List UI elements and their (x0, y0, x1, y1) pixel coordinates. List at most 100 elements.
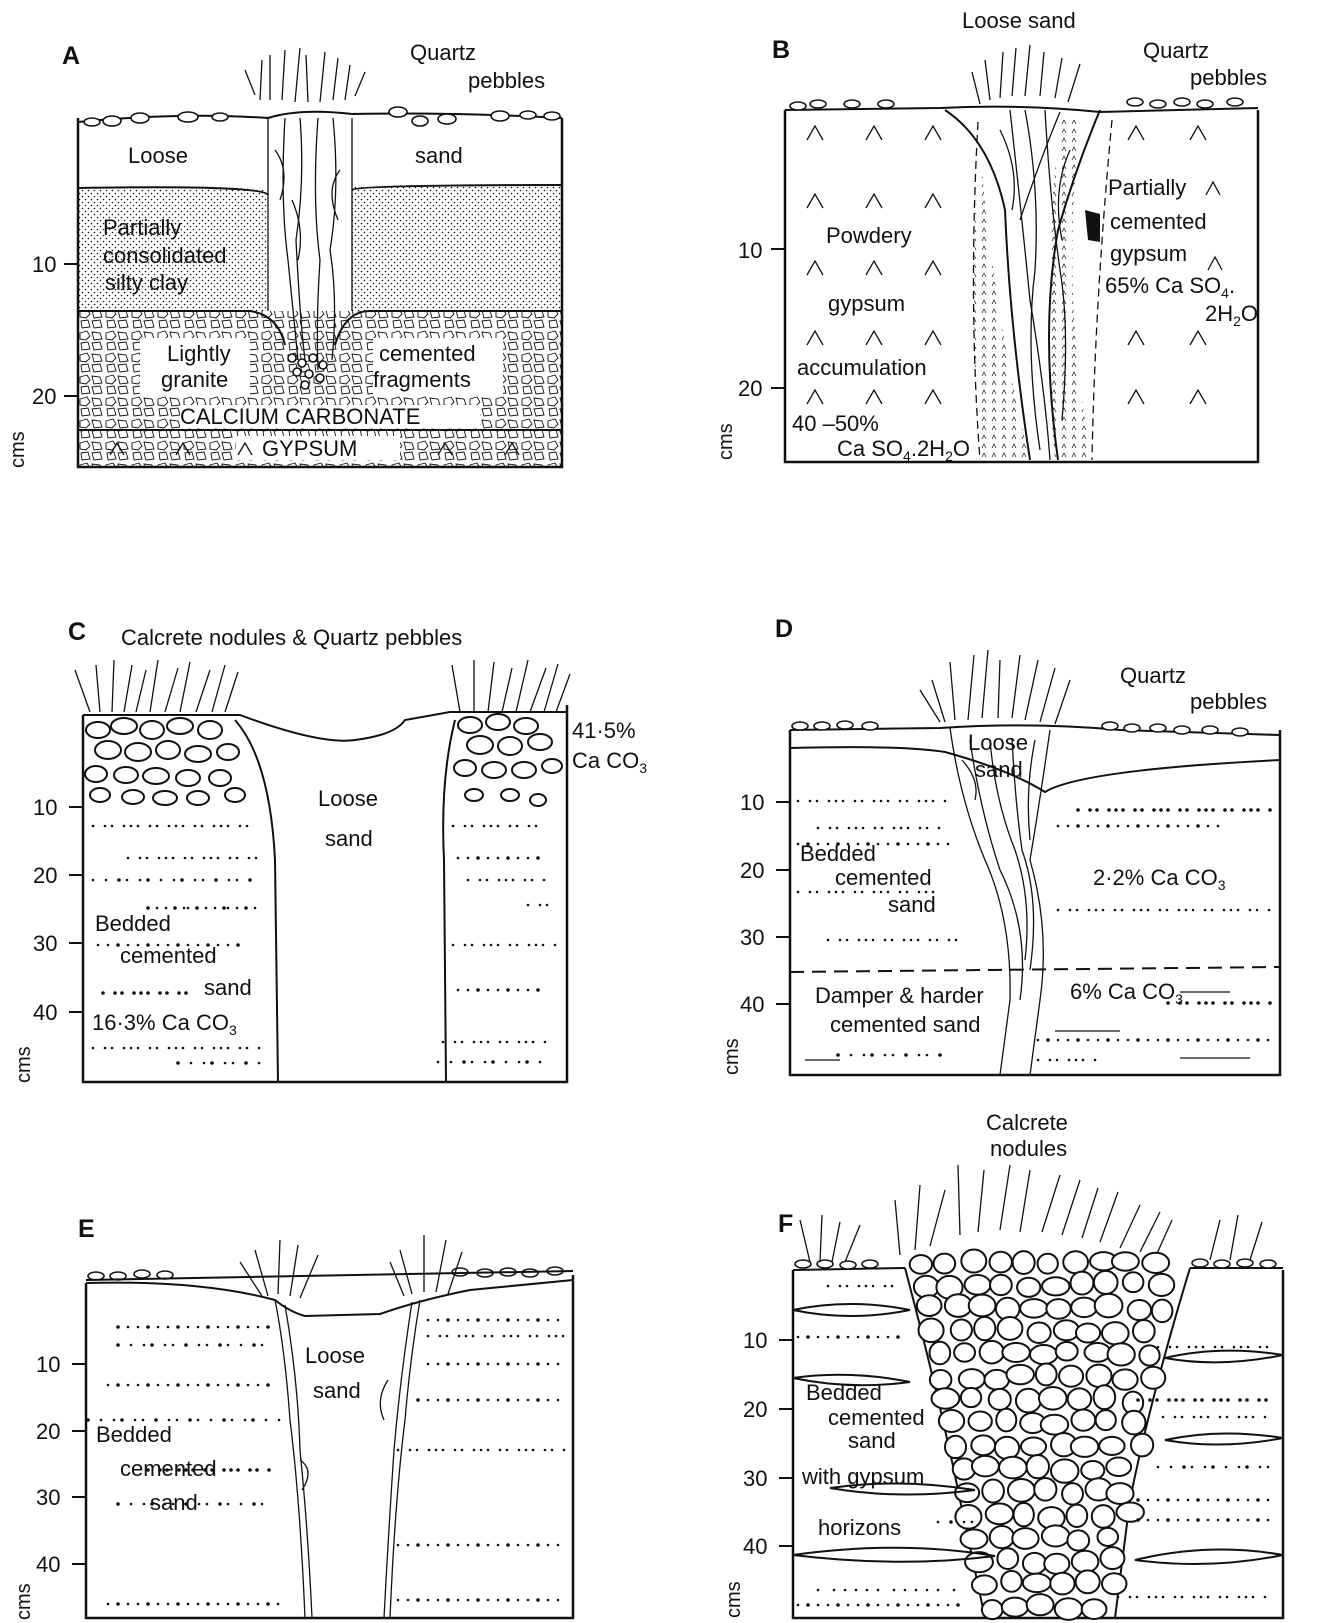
bedding-dot (167, 1603, 170, 1606)
bedding-dot (1167, 1398, 1171, 1402)
bedding-dot (956, 1603, 960, 1607)
bedding-dot (1219, 1596, 1222, 1599)
calcrete-nodule (997, 1548, 1018, 1569)
bedding-dot (1177, 1499, 1180, 1502)
bedding-dot (116, 1602, 120, 1606)
bedding-dot (97, 944, 100, 947)
bedding-dot (490, 944, 493, 947)
bedding-dot (829, 827, 832, 830)
bedding-dot (92, 879, 95, 882)
bedding-dot (873, 800, 876, 803)
bedding-dot (862, 827, 865, 830)
bedding-dot (222, 1468, 226, 1472)
bedding-dot (527, 1363, 530, 1366)
panel-c-tick-40: 40 (33, 1000, 57, 1025)
bedding-dot (190, 1062, 193, 1065)
panel-d-damper-label: Damper & harder (815, 983, 984, 1008)
panel-a-quartz-label: Quartz (410, 40, 476, 65)
bedding-dot (130, 1344, 133, 1347)
bedding-dot (1177, 825, 1180, 828)
bedding-dot (536, 856, 540, 860)
bedding-dot (512, 879, 515, 882)
bedding-dot (1147, 1519, 1150, 1522)
calcrete-nodule (995, 1437, 1019, 1459)
bedding-dot (437, 1061, 440, 1064)
calcrete-nodule (998, 1317, 1023, 1340)
bedding-dot (536, 1598, 540, 1602)
bedding-dot (797, 843, 800, 846)
bedding-dot (1095, 909, 1098, 912)
bedding-dot (244, 1419, 247, 1422)
bedding-dot (113, 1419, 116, 1422)
bedding-dot (435, 1449, 438, 1452)
bedding-dot (1256, 1038, 1260, 1042)
bedding-dot (562, 1335, 565, 1338)
bedding-dot (157, 1326, 160, 1329)
bedding-dot (1181, 1398, 1185, 1402)
bedding-dot (1264, 1596, 1267, 1599)
bedding-dot (462, 1060, 466, 1064)
bedding-dot (1157, 1039, 1160, 1042)
bedding-dot (953, 1589, 956, 1592)
bedding-dot (427, 1319, 430, 1322)
bedding-dot (206, 1503, 209, 1506)
calcrete-nodule (961, 1250, 986, 1273)
bedding-dot (797, 891, 800, 894)
bedding-dot (1076, 824, 1080, 828)
bedding-dot (827, 1336, 830, 1339)
bedding-dot (1136, 824, 1140, 828)
bedding-dot (497, 989, 500, 992)
panel-b-gypsum-label: gypsum (828, 291, 905, 316)
bedding-dot (132, 991, 136, 995)
panel-a-gypsum-label: GYPSUM (262, 436, 357, 461)
bedding-dot (146, 906, 150, 910)
panel-f-axis: 10 20 30 40 cms (723, 1328, 793, 1618)
bedding-dot (497, 1544, 500, 1547)
calcrete-nodule (1044, 1554, 1069, 1574)
bedding-dot (1162, 1416, 1165, 1419)
bedding-dot (191, 857, 194, 860)
bedding-dot (107, 1384, 110, 1387)
panel-b-loose-sand-label: Loose sand (962, 8, 1076, 33)
bedding-dot (527, 857, 530, 860)
panel-a-letter: A (62, 42, 80, 70)
bedding-dot (187, 1603, 190, 1606)
bedding-dot (467, 989, 470, 992)
panel-d-loose-label: Loose (968, 730, 1028, 755)
panel-c-cemented-label: cemented (120, 943, 217, 968)
bedding-dot (1238, 1596, 1241, 1599)
bedding-dot (1117, 825, 1120, 828)
bedding-dot (1226, 1596, 1229, 1599)
bedding-dot (517, 857, 520, 860)
panel-d-22pct-label: 2·2% Ca CO3 (1093, 865, 1226, 893)
bedding-dot (202, 879, 205, 882)
bedding-dot (543, 879, 546, 882)
calcrete-nodule (1128, 1300, 1151, 1320)
bedding-dot (546, 904, 549, 907)
bedding-dot (1148, 1596, 1151, 1599)
calcrete-nodule (1002, 1343, 1029, 1362)
bedding-dot (926, 842, 930, 846)
bedding-dot (168, 1419, 171, 1422)
calcrete-nodule (1062, 1483, 1083, 1504)
bedding-dot (539, 904, 542, 907)
bedding-dot (217, 1384, 220, 1387)
bedding-dot (123, 825, 126, 828)
bedding-dot (497, 1599, 500, 1602)
bedding-dot (1188, 1346, 1191, 1349)
bedding-dot (1177, 1519, 1180, 1522)
panel-e-tick-40: 40 (36, 1552, 60, 1577)
bedding-dot (487, 857, 490, 860)
bedding-dot (971, 1521, 974, 1524)
panel-b-65-formula-label: 65% Ca SO4. (1105, 273, 1235, 301)
bedding-dot (194, 825, 197, 828)
panel-a-cms-label: cms (7, 431, 29, 468)
bedding-dot (437, 1544, 440, 1547)
bedding-dot (1094, 1059, 1097, 1062)
bedding-dot (113, 991, 117, 995)
bedding-dot (1166, 808, 1170, 812)
panel-d-axis: 10 20 30 40 cms (721, 790, 790, 1075)
bedding-dot (255, 1468, 259, 1472)
bedding-dot (1256, 1518, 1260, 1522)
bedding-dot (217, 857, 220, 860)
